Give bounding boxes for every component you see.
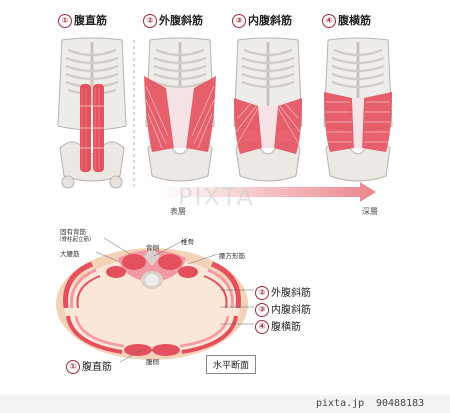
leader-lines-top [95,237,219,265]
watermark-site: pixta.jp [316,398,365,409]
divider-line [133,40,135,190]
torso-external-oblique [144,37,216,182]
torso-transversus [323,37,393,182]
watermark-logo: PIXTA [178,183,255,211]
watermark-bar: pixta.jp 90488183 [0,395,450,413]
label-psoas: 大腰筋 [60,250,80,258]
cross-section [56,248,248,360]
num-badge: ④ [322,14,336,28]
label-deep: 深層 [362,207,378,216]
cross-section-body [56,248,248,360]
label-belly: 腹側 [146,358,159,366]
num-badge: ① [58,14,72,28]
label-shallow: 表層 [170,207,186,216]
num-badge: ② [143,14,157,28]
label-erector-sub: （脊柱起立筋） [56,237,95,243]
num-badge: ② [255,286,269,300]
num-badge: ① [66,360,80,374]
internal-oblique-muscle [234,98,302,154]
external-oblique-muscle [144,76,216,152]
label-spine: 椎骨 [181,238,194,246]
rectus-muscle [80,84,104,172]
watermark-id: 90488183 [376,398,425,409]
label-ql: 腰方形筋 [219,252,245,260]
leader-line-rectus [119,349,143,363]
leader-lines-right [220,289,254,325]
label-back: 背側 [146,244,159,252]
skeleton [57,37,127,189]
torso-internal-oblique [233,37,303,182]
torso-rectus [57,37,127,189]
transversus-muscle [324,92,392,152]
depth-arrow [160,182,376,202]
section-box: 水平断面 [206,355,257,374]
label-erector: 固有背筋 [60,228,86,236]
num-badge: ③ [255,303,269,317]
num-badge: ③ [232,14,246,28]
num-badge: ④ [255,320,269,334]
